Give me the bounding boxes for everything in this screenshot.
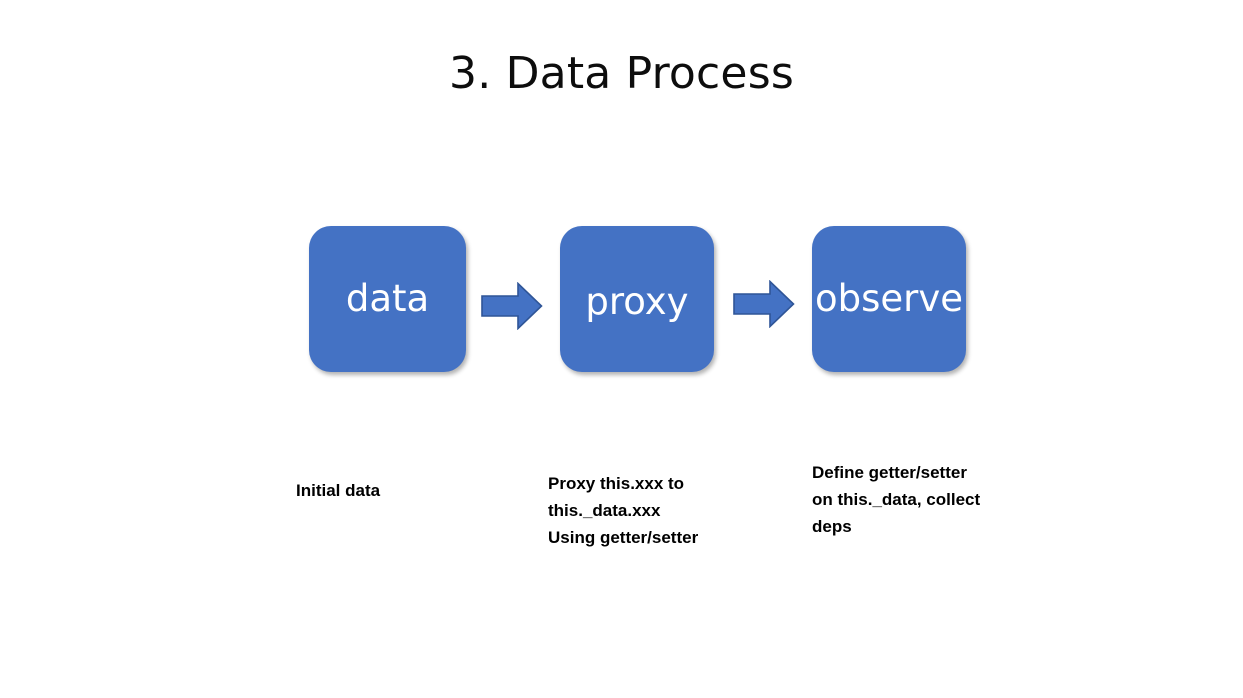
flow-node-data[interactable]: data <box>309 226 466 372</box>
right-arrow-icon <box>733 279 795 329</box>
flow-node-proxy[interactable]: proxy <box>560 226 714 372</box>
flow-node-label: data <box>345 277 430 320</box>
caption-data: Initial data <box>296 481 381 500</box>
page-title: 3. Data Process <box>449 48 794 99</box>
right-arrow-icon <box>481 281 543 331</box>
caption-proxy: Proxy this.xxx to this._data.xxx Using g… <box>548 474 699 547</box>
flow-node-observe[interactable]: observe <box>812 226 966 372</box>
flow-node-label: observe <box>814 277 964 320</box>
caption-observe: Define getter/setter on this._data, coll… <box>812 463 981 536</box>
flow-node-label: proxy <box>585 280 689 323</box>
